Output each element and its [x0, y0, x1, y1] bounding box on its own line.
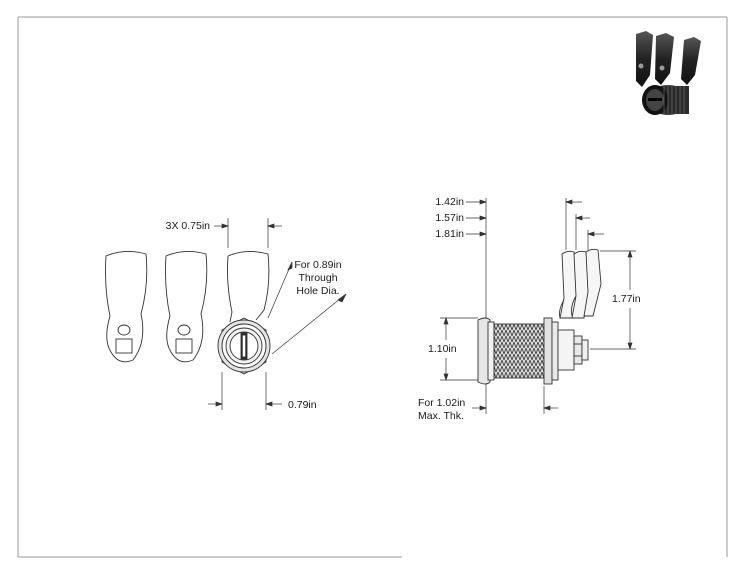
sheet-border: [17, 16, 728, 558]
flange-height-label: 1.10in: [428, 343, 457, 355]
lever-spacing-label: 3X 0.75in: [165, 220, 210, 232]
lever-2: [165, 251, 208, 363]
side-dimensions: [440, 198, 636, 414]
lever-1: [105, 251, 148, 363]
hole-note-line-3: Hole Dia.: [296, 285, 340, 297]
dim-a-label: 1.42in: [435, 196, 464, 208]
dim-c-label: 1.81in: [435, 228, 464, 240]
front-dimensions: [208, 218, 347, 410]
lever-3: [227, 251, 270, 323]
hole-note-line-1: For 0.89in: [294, 259, 342, 271]
nut-width-label: 0.79in: [288, 399, 317, 411]
dim-b-label: 1.57in: [435, 212, 464, 224]
hole-note-line-2: Through: [298, 272, 338, 284]
hex-nut-front: [217, 317, 271, 375]
lock-side-view: [477, 248, 602, 385]
lever-height-label: 1.77in: [612, 293, 641, 305]
thickness-note-line-1: For 1.02in: [418, 397, 466, 409]
thickness-note-line-2: Max. Thk.: [418, 410, 464, 422]
cam-lock-assembly-icon: [636, 31, 701, 115]
